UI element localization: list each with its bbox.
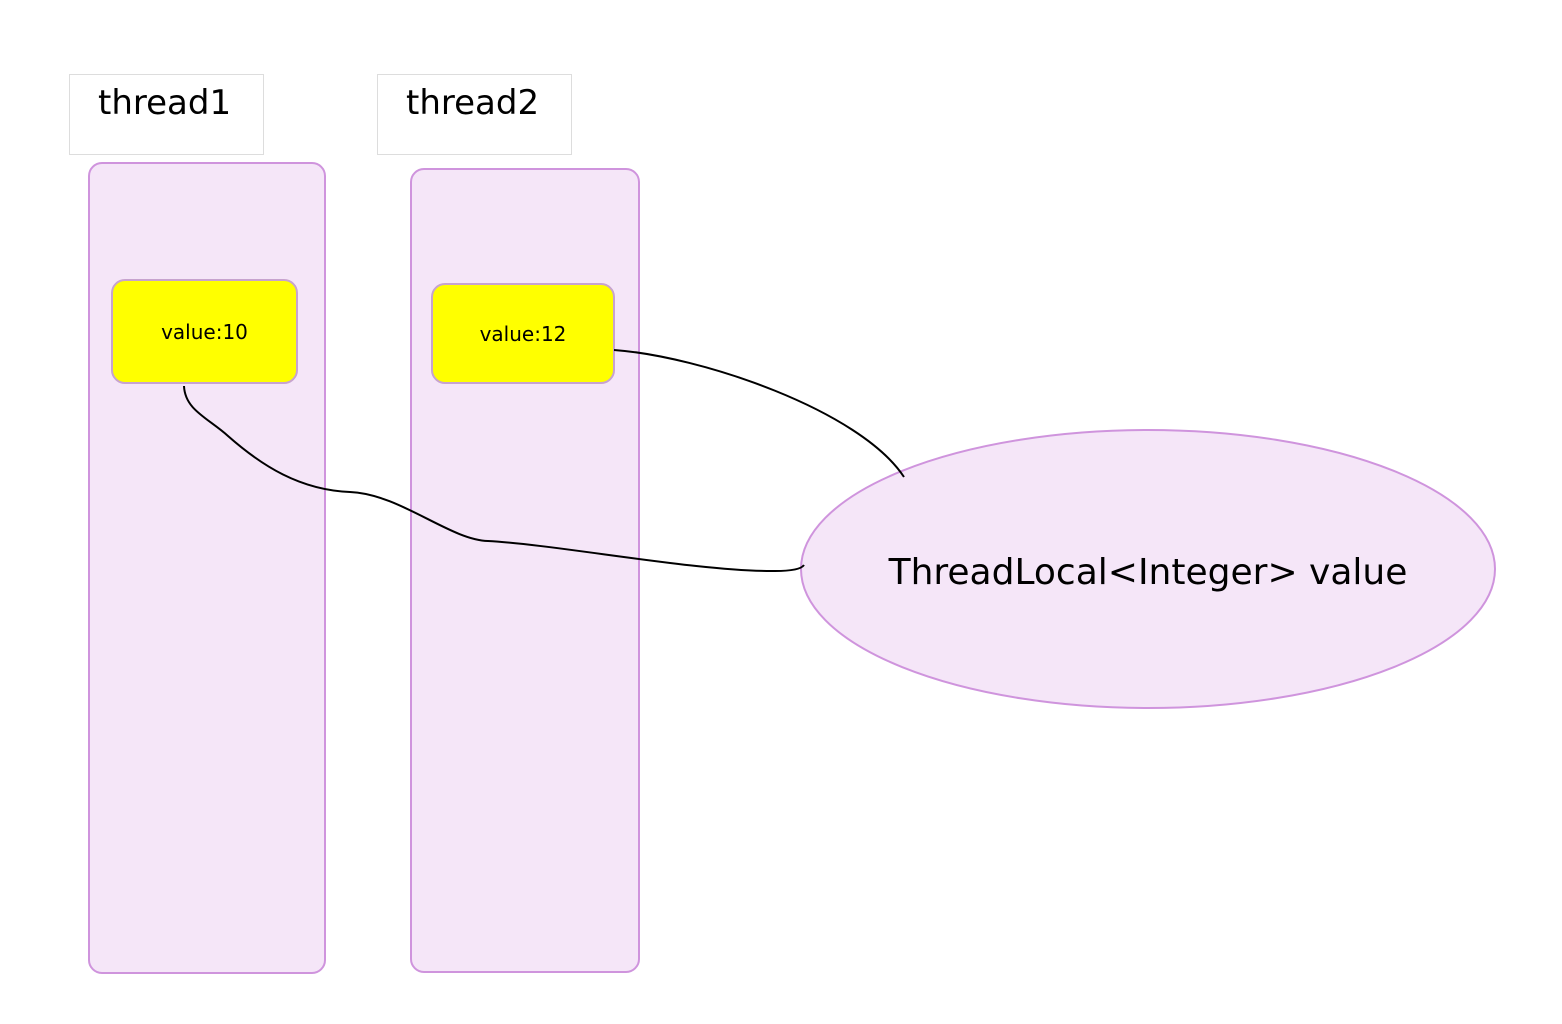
thread2-value-box: value:12	[431, 283, 615, 384]
connector-thread2-to-threadlocal	[613, 349, 905, 478]
thread1-label: thread1	[98, 83, 232, 123]
thread1-value-label: value:10	[161, 319, 248, 344]
thread1-label-box: thread1	[69, 74, 264, 155]
thread2-label-box: thread2	[377, 74, 572, 155]
threadlocal-label: ThreadLocal<Integer> value	[888, 552, 1408, 593]
thread2-value-label: value:12	[479, 321, 567, 346]
connector-thread1-to-threadlocal	[183, 385, 805, 573]
thread1-value-box: value:10	[111, 279, 298, 384]
thread2-label: thread2	[406, 83, 540, 123]
threadlocal-ellipse	[800, 429, 1496, 709]
